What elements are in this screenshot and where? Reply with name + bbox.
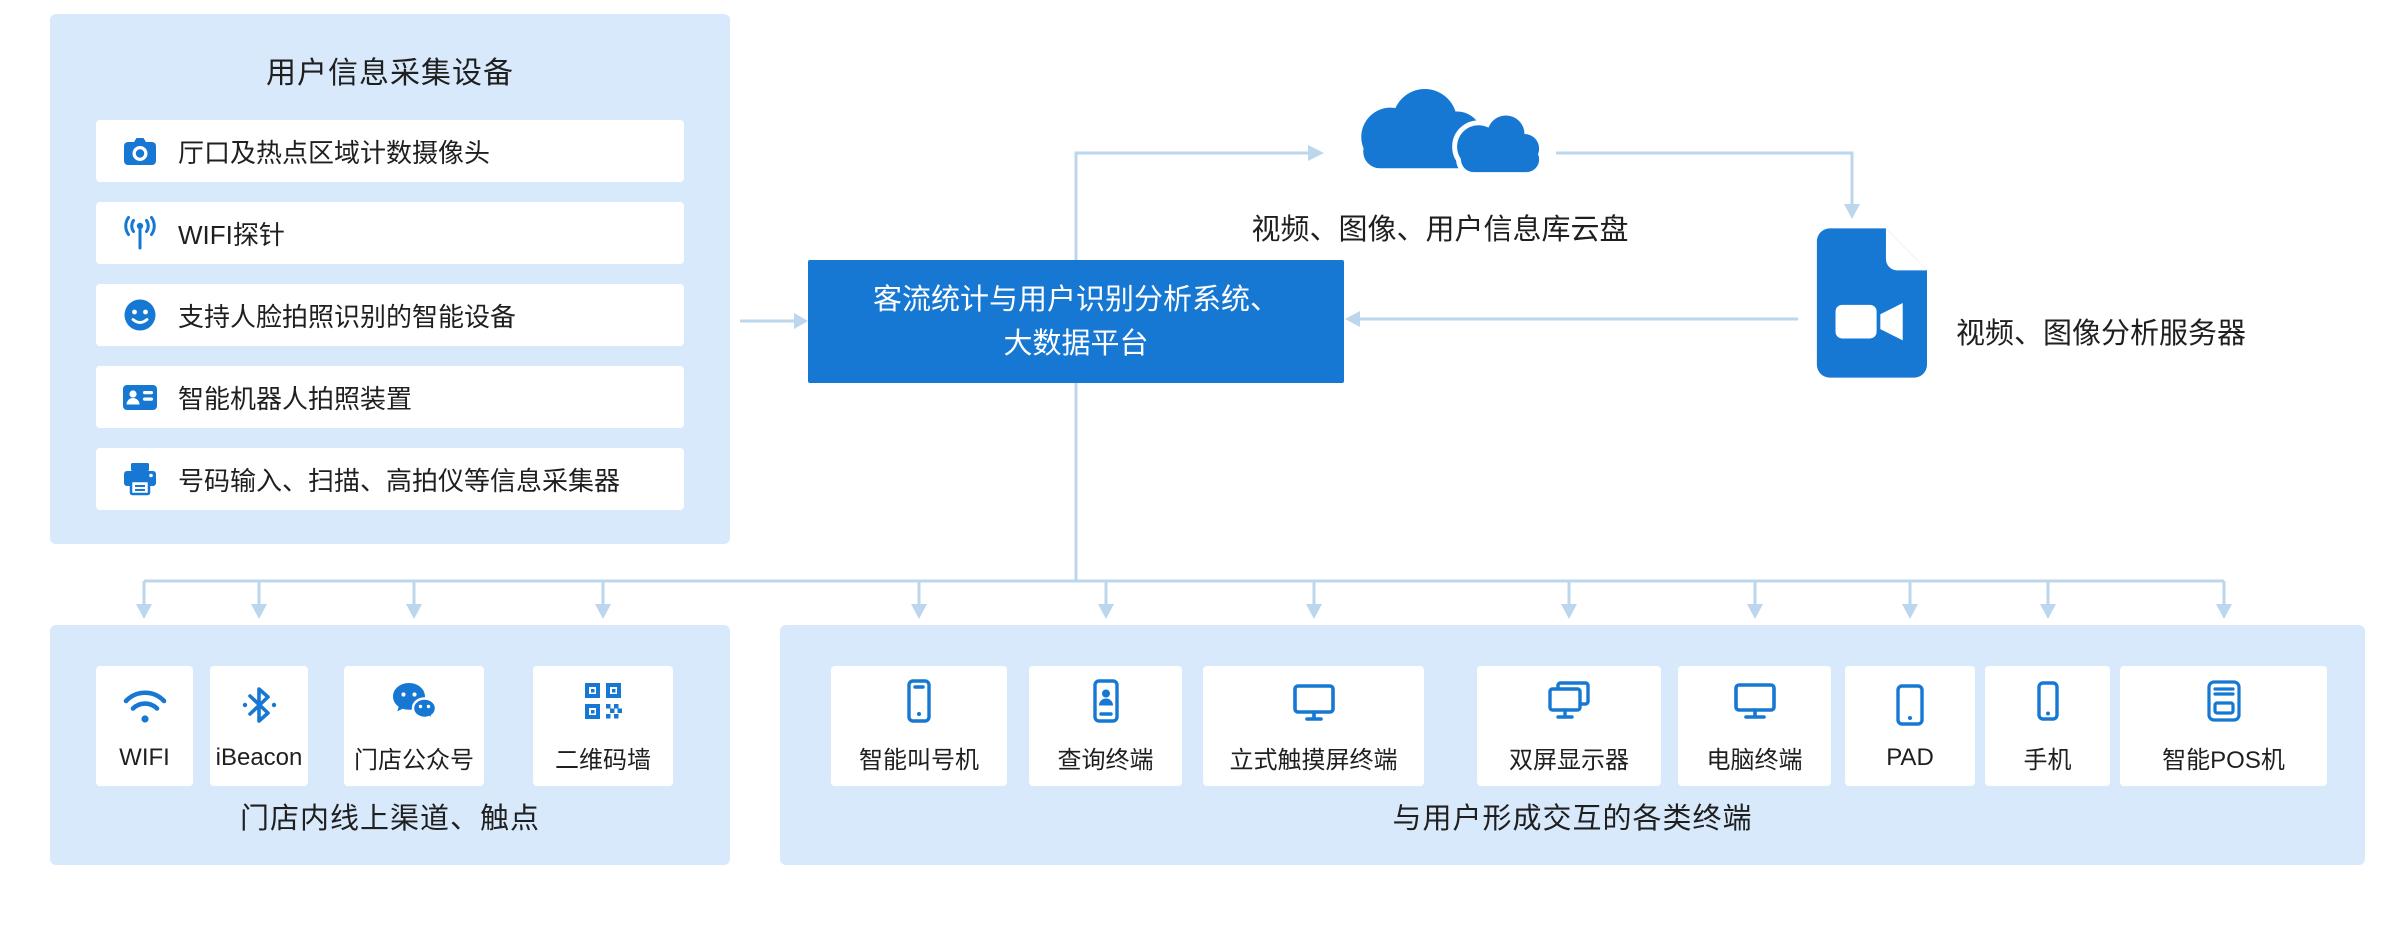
terminal-card-label: 智能POS机 (2162, 747, 2285, 774)
channel-card-label: 二维码墙 (555, 747, 651, 774)
cloud-icon (1330, 78, 1545, 191)
camera-icon (120, 131, 160, 171)
terminal-card-label: 查询终端 (1057, 747, 1154, 774)
terminal-card-queue-machine: 智能叫号机 (831, 666, 1007, 786)
channels-panel-caption: 门店内线上渠道、触点 (239, 803, 540, 835)
collection-item-scanner: 号码输入、扫描、高拍仪等信息采集器 (96, 448, 684, 510)
channel-card-wechat: 门店公众号 (344, 666, 484, 786)
collection-item-face-recognition: 支持人脸拍照识别的智能设备 (96, 284, 684, 346)
query-terminal-icon (1082, 677, 1130, 730)
tablet-icon (1886, 681, 1934, 734)
terminal-card-query: 查询终端 (1029, 666, 1182, 786)
terminal-card-pos: 智能POS机 (2120, 666, 2327, 786)
terminal-card-pad: PAD (1845, 666, 1975, 786)
channel-card-ibeacon: iBeacon (210, 666, 308, 786)
collection-devices-panel: 用户信息采集设备 厅口及热点区域计数摄像头 WIFI探针 支持人脸拍照识别的智能… (50, 14, 730, 544)
collection-item-robot-camera: 智能机器人拍照装置 (96, 366, 684, 428)
cloud-storage-label: 视频、图像、用户信息库云盘 (1251, 214, 1629, 246)
smartphone-icon (895, 677, 943, 730)
wifi-icon (121, 681, 169, 734)
channel-card-wifi: WIFI (96, 666, 193, 786)
terminal-card-label: 双屏显示器 (1509, 747, 1629, 774)
channel-card-label: iBeacon (215, 743, 303, 771)
platform-box-line1: 客流统计与用户识别分析系统、 (872, 283, 1279, 316)
collection-item-label: 智能机器人拍照装置 (178, 383, 413, 414)
collection-item-label: WIFI探针 (178, 219, 285, 250)
face-recognition-icon (120, 295, 160, 335)
channel-card-label: 门店公众号 (354, 747, 474, 774)
collection-item-label: 支持人脸拍照识别的智能设备 (178, 301, 517, 332)
terminal-card-label: PAD (1886, 743, 1934, 771)
video-server-label: 视频、图像分析服务器 (1956, 318, 2247, 350)
desktop-icon (1731, 677, 1779, 730)
mobile-phone-icon (2024, 677, 2072, 730)
terminal-card-dual-screen: 双屏显示器 (1477, 666, 1661, 786)
qrcode-icon (579, 677, 627, 730)
collection-item-camera: 厅口及热点区域计数摄像头 (96, 120, 684, 182)
platform-box-line2: 大数据平台 (1003, 327, 1149, 360)
collection-item-label: 号码输入、扫描、高拍仪等信息采集器 (178, 465, 621, 496)
terminal-card-label: 电脑终端 (1706, 747, 1803, 774)
touchscreen-icon (1290, 677, 1338, 730)
terminal-card-desktop: 电脑终端 (1678, 666, 1831, 786)
wifi-probe-icon (120, 213, 160, 253)
terminal-card-label: 立式触摸屏终端 (1229, 747, 1398, 774)
video-file-icon (1815, 228, 1927, 378)
dual-screen-icon (1545, 677, 1593, 730)
scanner-printer-icon (120, 459, 160, 499)
terminals-panel: 智能叫号机 查询终端 立式触摸屏终端 双屏显示器 电脑终端 (780, 625, 2365, 865)
terminal-card-label: 智能叫号机 (859, 747, 979, 774)
robot-camera-icon (120, 377, 160, 417)
channel-card-qrcode: 二维码墙 (533, 666, 673, 786)
wechat-icon (390, 677, 438, 730)
channel-card-label: WIFI (119, 743, 170, 771)
collection-panel-title: 用户信息采集设备 (266, 57, 514, 90)
terminal-card-phone: 手机 (1985, 666, 2110, 786)
pos-icon (2200, 677, 2248, 730)
analytics-platform-box: 客流统计与用户识别分析系统、 大数据平台 (808, 260, 1344, 383)
terminals-panel-caption: 与用户形成交互的各类终端 (1392, 803, 1753, 835)
collection-item-wifi-probe: WIFI探针 (96, 202, 684, 264)
bluetooth-icon (235, 681, 283, 734)
collection-item-label: 厅口及热点区域计数摄像头 (178, 137, 491, 168)
channels-panel: WIFI iBeacon 门店公众号 二维码墙 门店内线上渠道、触点 (50, 625, 730, 865)
terminal-card-touchscreen: 立式触摸屏终端 (1203, 666, 1424, 786)
terminal-card-label: 手机 (2023, 747, 2072, 774)
